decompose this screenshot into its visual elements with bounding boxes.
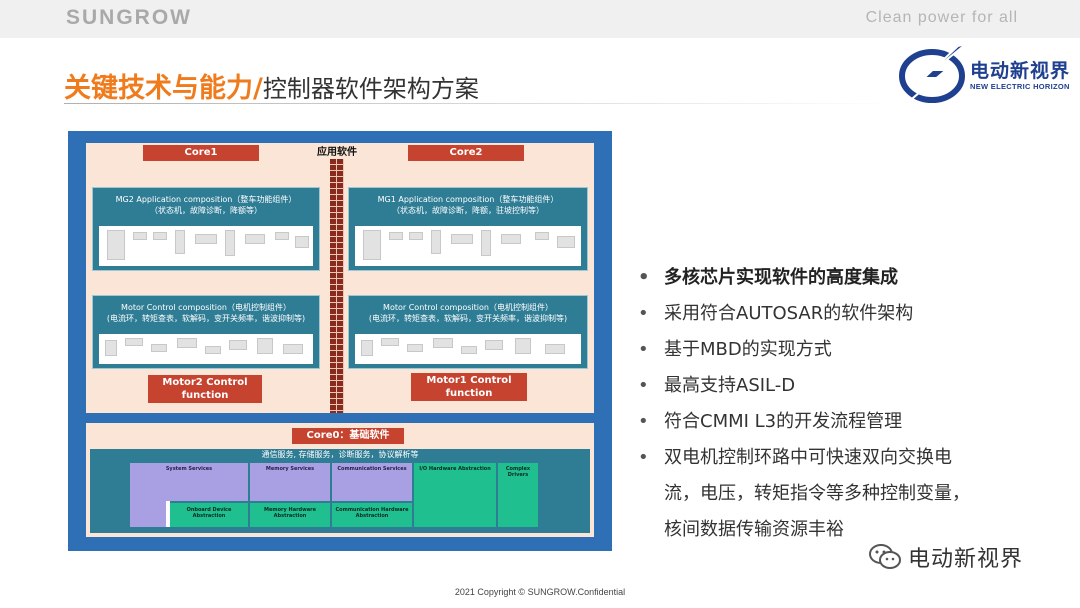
top-bar: SUNGROW Clean power for all [0,0,1080,38]
bullet-item: •基于MBD的实现方式 [636,332,1026,368]
title-divider [64,103,894,104]
tagline: Clean power for all [865,9,1018,26]
bullet-continuation: 核间数据传输资源丰裕 [664,519,844,540]
wechat-icon [869,544,901,569]
lightning-globe-icon [899,43,967,105]
software-architecture-diagram: 应用软件 Core1 Core2 MG2 Application composi… [68,131,612,551]
wechat-account: 电动新视界 [868,541,1023,573]
base-software-stack: 通信服务, 存储服务，诊断服务，协议解析等 System Services Me… [90,449,590,533]
motor1-line1: Motor1 Control [426,375,512,386]
motor2-line2: function [181,390,229,401]
complex-drivers-block: Complex Drivers [498,463,538,527]
bullet-dot: • [638,303,649,324]
communication-hardware-abstraction-block: Communication Hardware Abstraction [332,503,412,527]
mc-right-subtitle: (电流环，转矩查表，软解码，变开关频率，谐波抑制等) [368,314,568,323]
mc-left-thumbnail [99,334,313,364]
onboard-device-abstraction-block: Onboard Device Abstraction [170,503,248,527]
title-separator: / [253,73,263,104]
core-separator-wall [330,159,344,413]
bullet-item: •多核芯片实现软件的高度集成 [636,260,1026,296]
motor1-line2: function [445,388,493,399]
mg2-application-composition: MG2 Application composition（整车功能组件） （状态机… [92,187,320,271]
wechat-label: 电动新视界 [908,547,1024,572]
core0-base-software-area: Core0：基础软件 通信服务, 存储服务，诊断服务，协议解析等 System … [86,423,594,537]
core1-label: Core1 [143,145,259,161]
app-software-label: 应用软件 [304,143,370,159]
mc-left-subtitle: (电流环，转矩查表，软解码，变开关频率，谐波抑制等) [106,314,306,323]
core0-label: Core0：基础软件 [292,428,404,444]
bullet-continuation: 流，电压，转矩指令等多种控制变量， [664,483,970,504]
bullet-item: •最高支持ASIL-D [636,368,1026,404]
electric-horizon-logo: 电动新视界 NEW ELECTRIC HORIZON [896,42,1076,106]
motor-control-composition-left: Motor Control composition（电机控制组件） (电流环，转… [92,295,320,369]
mc-left-title: Motor Control composition（电机控制组件） [121,303,291,312]
bullet-item: •符合CMMI L3的开发流程管理 [636,404,1026,440]
logo-chinese-text: 电动新视界 [970,60,1071,82]
mg1-application-composition: MG1 Application composition（整车功能组件） （状态机… [348,187,588,271]
mg2-title: MG2 Application composition（整车功能组件） [115,195,297,204]
title-sub: 控制器软件架构方案 [262,75,479,103]
core2-label: Core2 [408,145,524,161]
motor1-control-function: Motor1 Control function [411,373,527,401]
memory-services-block: Memory Services [250,463,330,501]
mg1-component-thumbnail [355,226,581,266]
logo-english-text: NEW ELECTRIC HORIZON [970,82,1070,91]
bullet-dot: • [638,267,650,288]
brand-logo-text: SUNGROW [66,6,192,29]
mc-right-thumbnail [355,334,581,364]
motor2-control-function: Motor2 Control function [148,375,262,403]
copyright-footer: 2021 Copyright © SUNGROW.Confidential [454,587,626,597]
mg1-subtitle: （状态机，故障诊断，降额，驻坡控制等） [392,206,544,215]
core1-area [86,143,330,413]
io-hardware-abstraction-block: I/O Hardware Abstraction [414,463,496,527]
memory-hardware-abstraction-block: Memory Hardware Abstraction [250,503,330,527]
base-services-text: 通信服务, 存储服务，诊断服务，协议解析等 [261,450,419,459]
mg2-component-thumbnail [99,226,313,266]
bullet-dot: • [638,411,649,432]
mg2-subtitle: （状态机，故障诊断，降额等） [150,206,262,215]
motor2-line1: Motor2 Control [162,377,248,388]
bsw-gap [166,501,170,527]
motor-control-composition-right: Motor Control composition（电机控制组件） (电流环，转… [348,295,588,369]
bullet-item: •采用符合AUTOSAR的软件架构 [636,296,1026,332]
feature-bullet-list: •多核芯片实现软件的高度集成 •采用符合AUTOSAR的软件架构 •基于MBD的… [636,260,1026,548]
bullet-dot: • [638,447,649,468]
bullet-dot: • [638,375,649,396]
mg1-title: MG1 Application composition（整车功能组件） [377,195,559,204]
title-main: 关键技术与能力 [64,73,253,104]
system-services-block: System Services [130,463,248,501]
bullet-dot: • [638,339,649,360]
communication-services-block: Communication Services [332,463,412,501]
mc-right-title: Motor Control composition（电机控制组件） [383,303,553,312]
bullet-item: •双电机控制环路中可快速双向交换电 [636,440,1026,476]
page-title: 关键技术与能力/控制器软件架构方案 [64,66,479,105]
